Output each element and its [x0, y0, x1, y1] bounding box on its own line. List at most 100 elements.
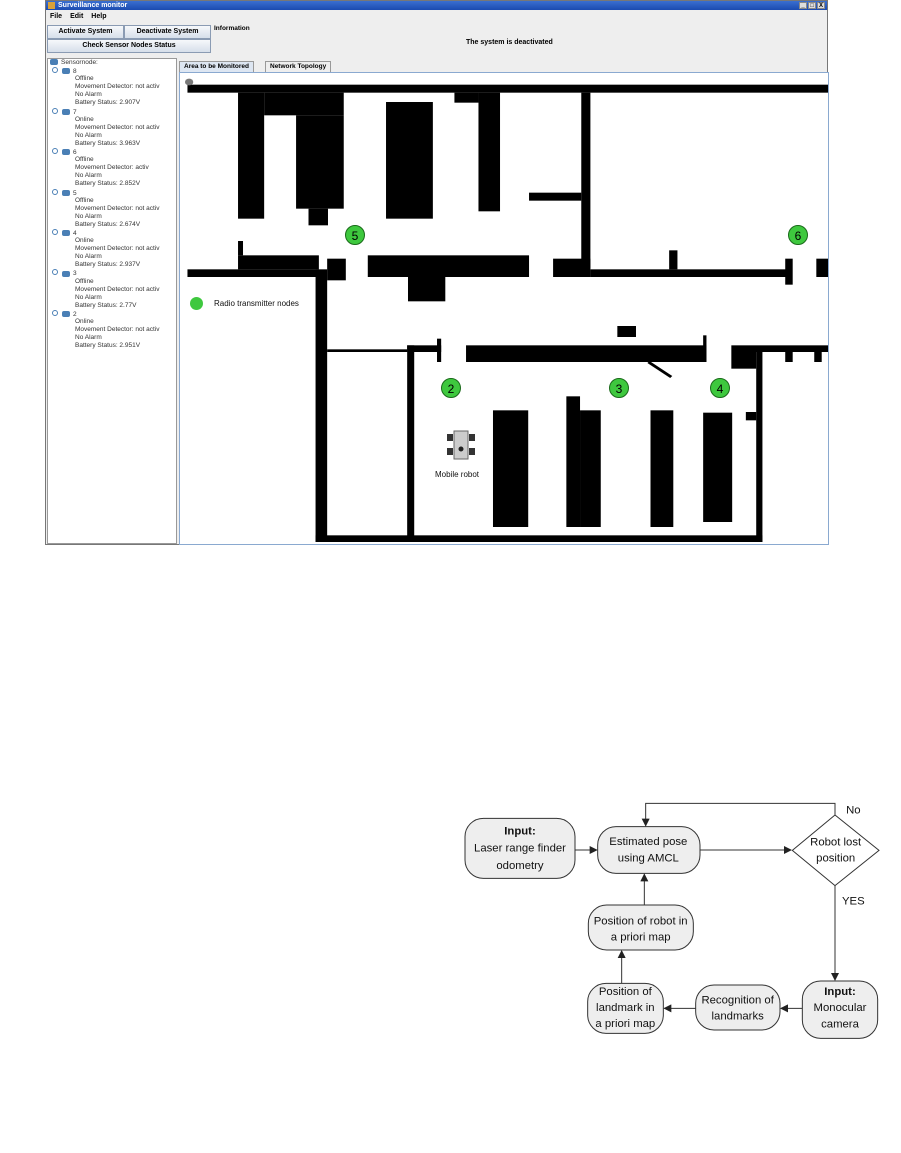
close-button[interactable]: X	[817, 2, 825, 9]
menu-bar: File Edit Help	[46, 11, 827, 22]
wall	[238, 92, 265, 219]
sensor-node-header[interactable]: 2	[48, 309, 176, 318]
estimated-line1: Estimated pose	[609, 836, 687, 848]
input-laser-line1: Laser range finder	[474, 843, 566, 855]
title-bar: Surveillance monitor _ □ X	[46, 1, 827, 10]
sensor-status: Online	[75, 237, 94, 245]
radio-node-3[interactable]: 3	[609, 378, 629, 398]
sensor-icon	[62, 270, 70, 277]
mobile-robot-label: Mobile robot	[435, 470, 480, 479]
sensor-movement: Movement Detector: not activ	[75, 204, 160, 212]
sensor-icon	[62, 189, 70, 196]
sensor-node-header[interactable]: 4	[48, 228, 176, 237]
no-label: No	[846, 804, 860, 816]
sensor-node-id: 5	[73, 189, 77, 197]
zoom-knob-icon[interactable]	[184, 78, 194, 86]
landmark-line3: a priori map	[595, 1018, 655, 1030]
sensor-node-header[interactable]: 5	[48, 188, 176, 197]
expand-handle-icon[interactable]	[52, 309, 58, 316]
wall	[238, 241, 244, 256]
wall	[296, 115, 344, 209]
sensor-node-header[interactable]: 7	[48, 107, 176, 116]
wall	[308, 208, 328, 226]
wall	[745, 412, 757, 421]
decision-line2: position	[816, 853, 855, 865]
expand-handle-icon[interactable]	[52, 188, 58, 195]
estimated-pose-box	[597, 826, 701, 874]
wall	[566, 396, 581, 527]
sensor-status: Offline	[75, 277, 94, 285]
sensor-battery: Battery Status: 2.951V	[75, 342, 141, 350]
activate-system-button[interactable]: Activate System	[47, 25, 124, 39]
deactivate-system-button[interactable]: Deactivate System	[124, 25, 211, 39]
estimated-line2: using AMCL	[618, 853, 679, 865]
mobile-robot-icon[interactable]	[446, 429, 476, 461]
wall	[816, 258, 828, 277]
input-laser-title: Input:	[504, 825, 535, 837]
sensor-node-id: 2	[73, 310, 77, 318]
sensor-battery: Battery Status: 3.963V	[75, 139, 141, 147]
radio-node-4[interactable]: 4	[710, 378, 730, 398]
expand-handle-icon[interactable]	[52, 67, 58, 74]
sensor-node-header[interactable]: 8	[48, 67, 176, 75]
wall	[367, 255, 530, 277]
minimize-button[interactable]: _	[799, 2, 807, 9]
area-map[interactable]: 5 6 2 3 4 Radio transmitter nodes Mobile…	[179, 72, 829, 545]
sensor-alarm: No Alarm	[75, 293, 102, 301]
sensor-alarm: No Alarm	[75, 212, 102, 220]
sensor-movement: Movement Detector: not activ	[75, 123, 160, 131]
wall	[553, 258, 591, 277]
expand-handle-icon[interactable]	[52, 107, 58, 114]
sensor-status: Offline	[75, 196, 94, 204]
tree-root-label: Sensornode:	[61, 59, 98, 66]
sensor-movement: Movement Detector: not activ	[75, 245, 160, 253]
sensor-icon	[62, 68, 70, 75]
sensor-movement: Movement Detector: activ	[75, 164, 149, 172]
expand-handle-icon[interactable]	[52, 148, 58, 155]
tree-root[interactable]: Sensornode:	[48, 59, 176, 67]
radio-node-5[interactable]: 5	[345, 225, 365, 245]
sensor-node-header[interactable]: 6	[48, 148, 176, 156]
wall	[529, 192, 582, 201]
input-laser-line2: odometry	[496, 860, 544, 872]
recognition-line2: landmarks	[712, 1010, 765, 1022]
sensor-battery: Battery Status: 2.674V	[75, 220, 141, 228]
maximize-button[interactable]: □	[808, 2, 816, 9]
expand-handle-icon[interactable]	[52, 269, 58, 276]
window-title: Surveillance monitor	[58, 2, 128, 9]
sensor-node-header[interactable]: 3	[48, 269, 176, 277]
sensor-icon	[62, 230, 70, 237]
wall	[731, 345, 828, 352]
recognition-line1: Recognition of	[701, 994, 774, 1006]
expand-handle-icon[interactable]	[52, 228, 58, 235]
wall	[238, 255, 319, 270]
sensor-alarm: No Alarm	[75, 334, 102, 342]
menu-help[interactable]: Help	[91, 13, 107, 20]
sensor-alarm: No Alarm	[75, 253, 102, 261]
landmark-line1: Position of	[599, 986, 653, 998]
sensor-status: Offline	[75, 156, 94, 164]
wall	[581, 92, 591, 269]
localization-flowchart: Input: Laser range finder odometry Estim…	[464, 802, 880, 1039]
sensor-movement: Movement Detector: not activ	[75, 326, 160, 334]
wall	[187, 84, 828, 93]
wall	[437, 338, 442, 362]
radio-node-2[interactable]: 2	[441, 378, 461, 398]
wall	[756, 352, 763, 542]
wall	[407, 277, 446, 302]
radio-node-6[interactable]: 6	[788, 225, 808, 245]
sensor-movement: Movement Detector: not activ	[75, 285, 160, 293]
decision-line1: Robot lost	[810, 837, 862, 849]
menu-edit[interactable]: Edit	[70, 13, 84, 20]
menu-file[interactable]: File	[50, 13, 63, 20]
check-sensor-nodes-button[interactable]: Check Sensor Nodes Status	[47, 39, 211, 53]
sensor-node-id: 8	[73, 68, 77, 76]
